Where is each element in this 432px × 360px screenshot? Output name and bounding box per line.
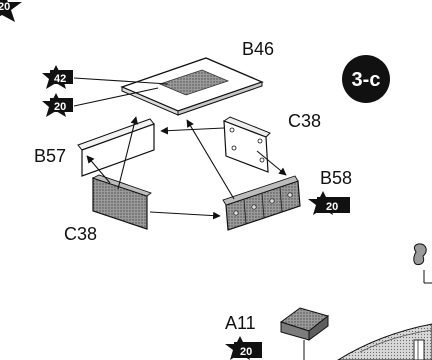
panel-c38-right — [222, 116, 271, 173]
svg-text:3-c: 3-c — [352, 69, 381, 91]
label-a11: A11 — [225, 313, 256, 333]
panel-b57 — [77, 118, 155, 177]
part-a11 — [279, 307, 330, 360]
star-badge-top-corner: 20 — [0, 0, 22, 22]
panel-b46 — [120, 57, 264, 116]
knob-part — [413, 243, 432, 284]
label-c38-right: C38 — [288, 111, 321, 131]
svg-text:20: 20 — [240, 346, 252, 358]
leader-star-20 — [73, 87, 159, 107]
svg-text:42: 42 — [54, 73, 66, 85]
star-badge-42: 42 — [42, 65, 73, 89]
star-badge-20-a11: 20 — [225, 336, 262, 360]
star-badge-20-b58: 20 — [308, 191, 350, 215]
panel-c38-left — [91, 174, 152, 230]
base-panel — [337, 323, 432, 360]
b46-grille-pattern — [158, 69, 230, 96]
label-b46: B46 — [242, 39, 274, 59]
label-c38-left: C38 — [64, 224, 97, 244]
arrow-c38-to-b46 — [117, 116, 139, 190]
arrow-b58-to-b46 — [186, 119, 235, 200]
label-b58: B58 — [320, 168, 352, 188]
label-b57: B57 — [34, 146, 66, 166]
star-badge-20-b46: 20 — [42, 93, 73, 117]
arrow-c38-to-b58 — [149, 211, 221, 220]
panel-b58 — [222, 175, 301, 231]
svg-text:20: 20 — [0, 1, 10, 13]
leader-star-42 — [73, 77, 169, 85]
arrow-c38-to-b58-right — [256, 150, 287, 176]
svg-text:20: 20 — [326, 201, 338, 213]
svg-text:20: 20 — [54, 101, 66, 113]
assembly-arrows — [86, 116, 287, 220]
arrow-c38-to-b57-lower — [86, 155, 111, 184]
step-badge: 3-c — [342, 55, 390, 103]
